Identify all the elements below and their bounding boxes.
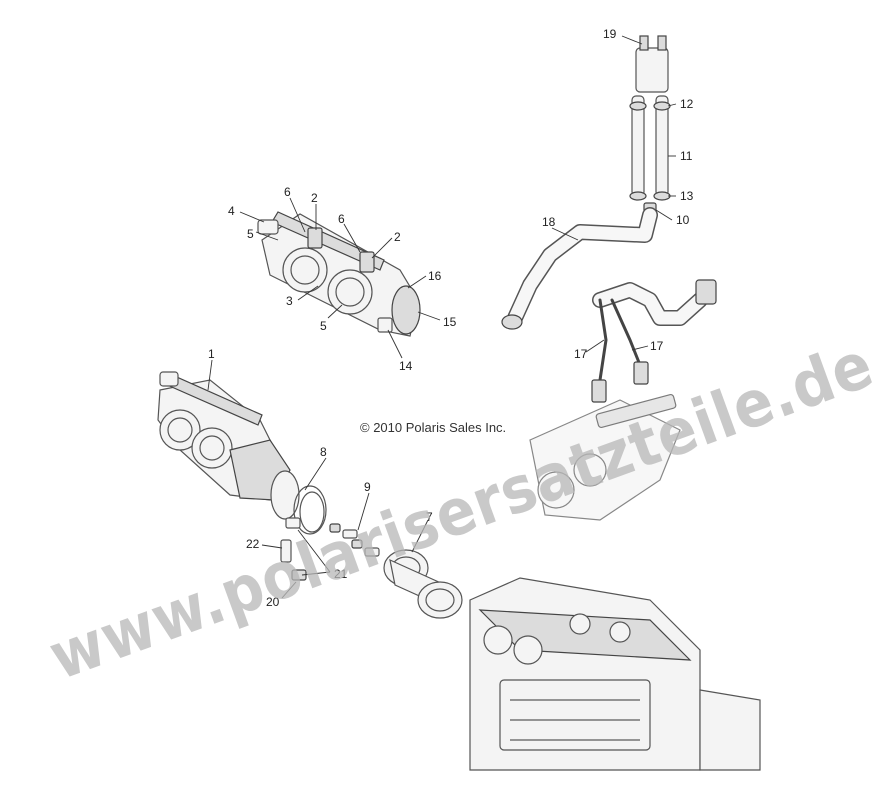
callout-3: 3	[286, 294, 293, 308]
callout-17a: 12	[680, 97, 694, 111]
copyright-text: © 2010 Polaris Sales Inc.	[360, 420, 506, 435]
engine-block	[469, 577, 761, 771]
callout-21: 21	[334, 567, 348, 581]
callout-11: 15	[443, 315, 457, 329]
leader-lines	[207, 35, 677, 599]
callout-22: 22	[246, 537, 260, 551]
callout-8: 8	[320, 445, 327, 459]
callout-12: 16	[428, 269, 442, 283]
throttle-body-assembly-upper	[257, 211, 421, 337]
callout-15: 18	[542, 215, 556, 229]
callout-5a: 5	[247, 227, 254, 241]
callout-19: 19	[603, 27, 617, 41]
callout-1: 1	[208, 347, 215, 361]
callout-7: 7	[426, 510, 433, 524]
callout-5b: 5	[320, 319, 327, 333]
callout-14: 17	[650, 339, 664, 353]
callout-18: 10	[676, 213, 690, 227]
vent-hose-assembly	[501, 35, 717, 403]
callout-9: 9	[364, 480, 371, 494]
callout-16: 11	[680, 149, 693, 163]
callout-13: 17	[574, 347, 588, 361]
callout-4: 4	[228, 204, 235, 218]
callout-10: 14	[399, 359, 413, 373]
throttle-body-background	[529, 393, 681, 521]
callout-6a: 6	[284, 185, 291, 199]
callout-2a: 2	[311, 191, 318, 205]
throttle-body-assembly-lower	[157, 371, 291, 501]
callout-20: 20	[266, 595, 280, 609]
hardware-small-parts	[270, 470, 380, 581]
intake-boots	[383, 549, 463, 619]
callout-2b: 2	[394, 230, 401, 244]
callout-6b: 6	[338, 212, 345, 226]
callout-labels: 4 6 2 6 2 5 3 5 16 15 14 1 8 9 7 22 21 2…	[208, 27, 694, 609]
callout-17b: 13	[680, 189, 694, 203]
